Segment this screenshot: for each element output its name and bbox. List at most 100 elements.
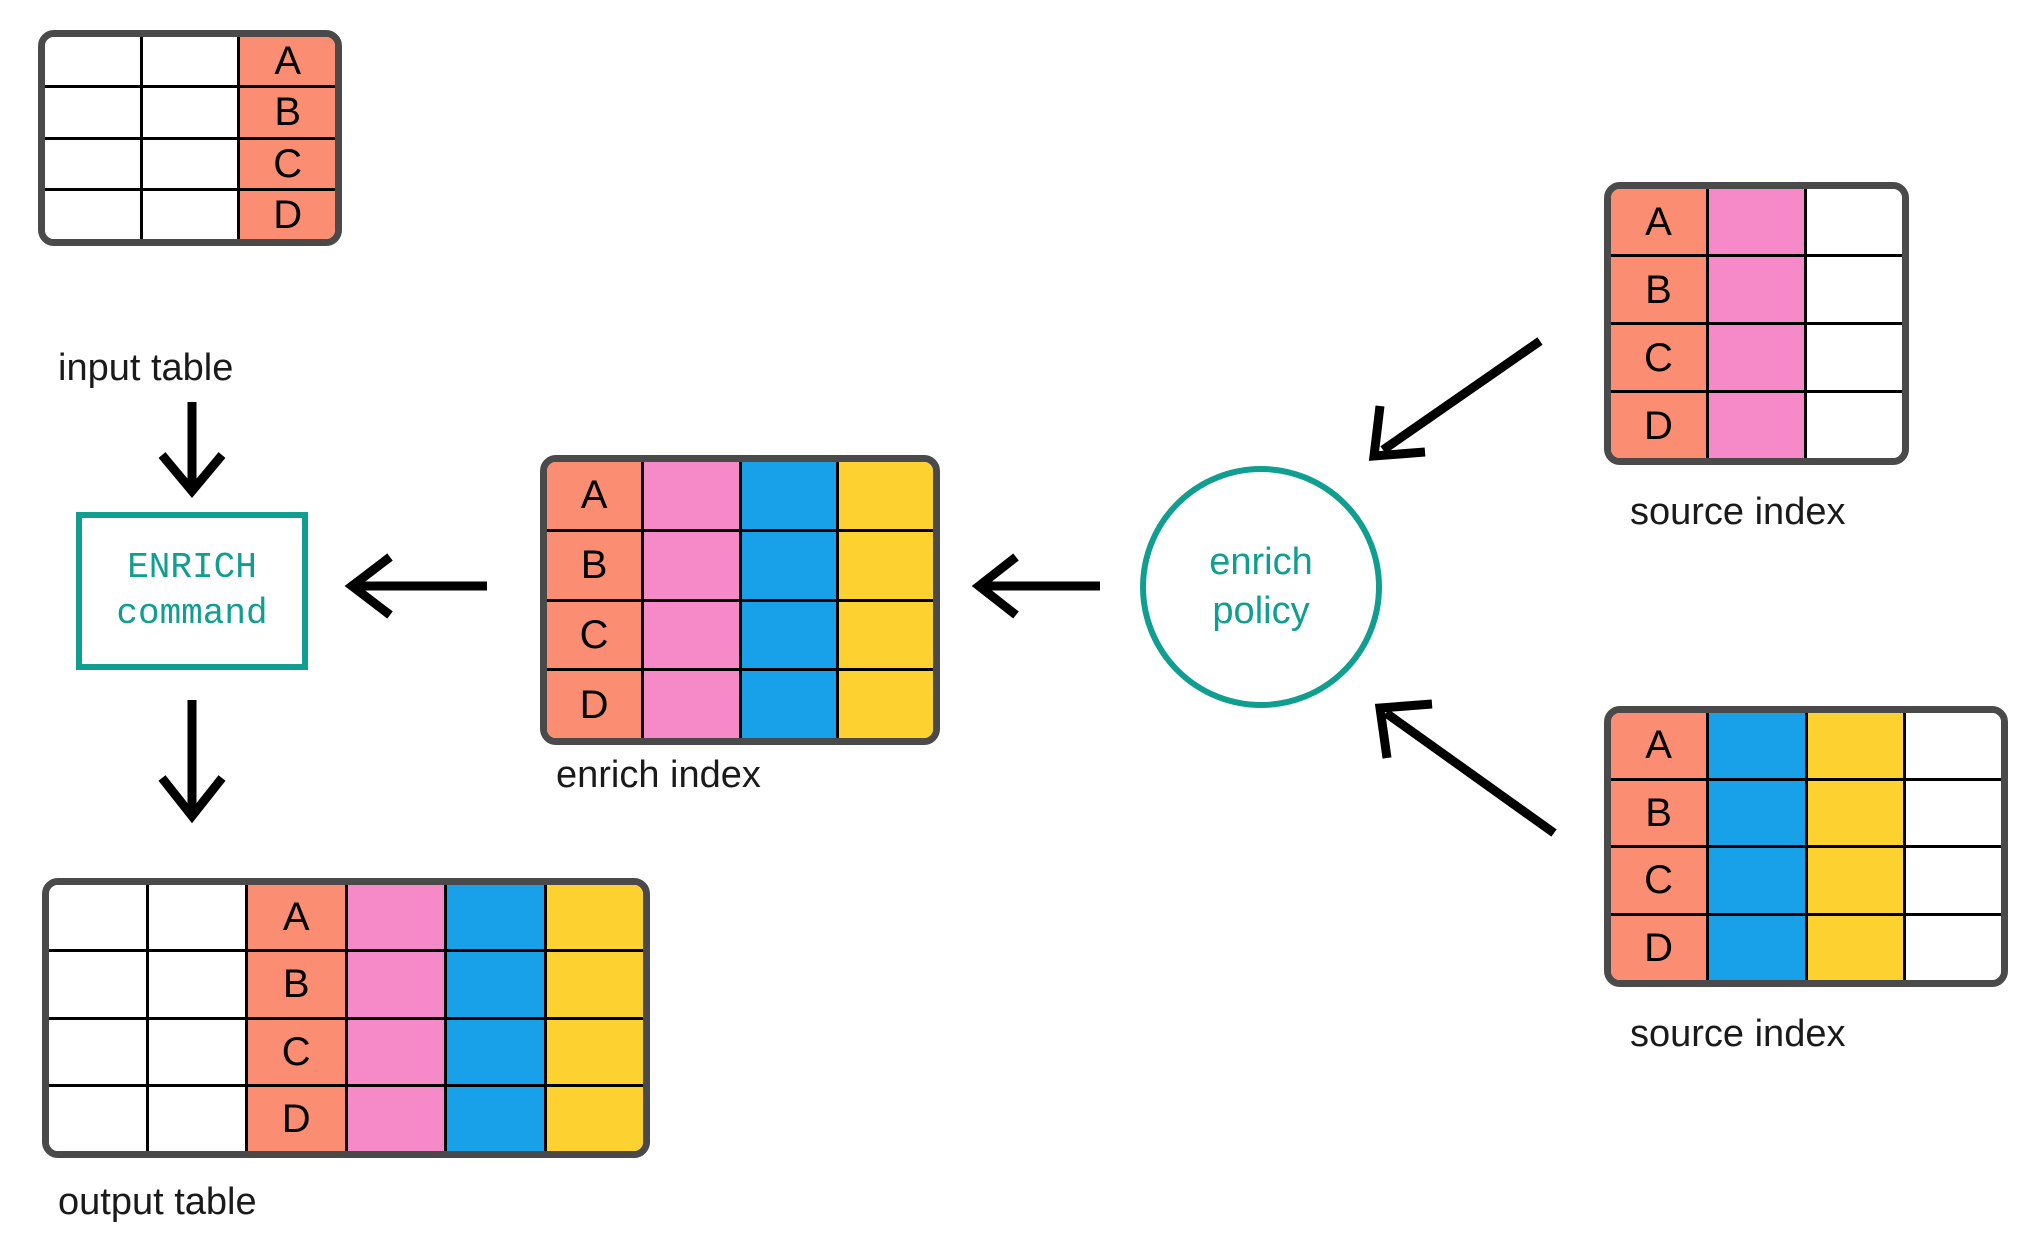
table-row: A [1611, 189, 1902, 257]
enrich-index-caption: enrich index [556, 754, 761, 796]
table-cell [347, 1019, 447, 1084]
enrich-policy-line1: enrich [1209, 540, 1313, 583]
table-cell [1709, 915, 1808, 980]
table-cell [447, 952, 547, 1017]
output-table: A B C D [42, 878, 650, 1158]
table-row: A [1611, 713, 2001, 781]
table-cell [1709, 780, 1808, 845]
table-row: D [1611, 915, 2001, 980]
table-cell [142, 37, 241, 86]
table-row: C [45, 139, 335, 191]
table-row: C [49, 1019, 643, 1087]
table-cell [1807, 780, 1906, 845]
table-cell [142, 88, 241, 137]
table-cell-key: C [1611, 325, 1709, 390]
source-index-top-table: A B C D [1604, 182, 1909, 465]
table-cell-key: B [547, 531, 645, 599]
table-cell [1807, 713, 1906, 778]
table-cell-key: A [240, 37, 335, 86]
table-cell [1807, 915, 1906, 980]
source-index-bottom-table: A B C D [1604, 706, 2008, 987]
table-cell [1807, 257, 1902, 322]
table-cell [741, 601, 839, 669]
table-cell-key: D [1611, 915, 1710, 980]
table-cell [644, 462, 742, 529]
table-cell-key: C [547, 601, 645, 669]
table-row: A [45, 37, 335, 89]
table-cell [741, 671, 839, 738]
table-cell [45, 190, 143, 239]
table-cell [142, 139, 241, 188]
table-cell [1807, 189, 1902, 254]
table-cell-key: D [1611, 393, 1709, 458]
table-cell [447, 885, 547, 950]
table-cell [1905, 915, 2001, 980]
table-cell [546, 1086, 643, 1151]
table-cell [49, 1019, 149, 1084]
table-cell [741, 531, 839, 599]
arrow-enrich-command-to-output [158, 700, 226, 824]
source-index-bottom-caption: source index [1630, 1013, 1846, 1055]
table-cell-key: B [240, 88, 335, 137]
table-cell-key: B [1611, 780, 1710, 845]
table-cell [741, 462, 839, 529]
table-cell-key: C [240, 139, 335, 188]
table-row: B [1611, 780, 2001, 848]
table-row: C [1611, 325, 1902, 393]
table-row: D [547, 671, 933, 738]
table-cell [644, 601, 742, 669]
enrich-command-box[interactable]: ENRICH command [76, 512, 308, 670]
arrow-enrich-index-to-enrich-command [344, 553, 487, 619]
table-cell [347, 952, 447, 1017]
table-cell [45, 37, 143, 86]
table-cell [1709, 325, 1807, 390]
table-row: D [49, 1086, 643, 1151]
table-cell [838, 671, 933, 738]
table-cell-key: B [248, 952, 348, 1017]
table-cell [347, 885, 447, 950]
input-table-caption: input table [58, 347, 234, 389]
table-cell [1905, 780, 2001, 845]
table-cell [447, 1086, 547, 1151]
table-row: C [547, 601, 933, 672]
table-cell [546, 1019, 643, 1084]
table-cell-key: D [547, 671, 645, 738]
table-row: A [49, 885, 643, 953]
enrich-policy-line2: policy [1212, 590, 1310, 632]
table-cell-key: C [248, 1019, 348, 1084]
table-cell-key: A [1611, 713, 1710, 778]
table-cell [1709, 393, 1807, 458]
table-cell [49, 952, 149, 1017]
table-row: D [45, 190, 335, 239]
table-cell-key: A [1611, 189, 1709, 254]
table-row: A [547, 462, 933, 532]
enrich-command-line1: ENRICH [127, 546, 257, 588]
table-cell [148, 952, 248, 1017]
table-cell [838, 462, 933, 529]
table-cell-key: A [248, 885, 348, 950]
table-row: B [547, 531, 933, 602]
arrow-enrich-policy-to-enrich-index [971, 553, 1100, 619]
table-cell [142, 190, 241, 239]
table-cell [838, 601, 933, 669]
table-cell [447, 1019, 547, 1084]
table-cell [546, 885, 643, 950]
table-cell [1905, 848, 2001, 913]
table-cell [644, 531, 742, 599]
table-row: B [45, 88, 335, 140]
table-cell [1807, 393, 1902, 458]
table-cell [148, 1019, 248, 1084]
table-cell-key: D [240, 190, 335, 239]
table-cell [45, 88, 143, 137]
table-cell [838, 531, 933, 599]
table-cell [148, 885, 248, 950]
table-cell [1709, 257, 1807, 322]
table-row: B [1611, 257, 1902, 325]
table-row: D [1611, 393, 1902, 458]
arrow-source-index-top-to-enrich-policy [1368, 337, 1543, 461]
table-cell [49, 885, 149, 950]
table-cell [1807, 848, 1906, 913]
enrich-policy-circle[interactable]: enrich policy [1140, 466, 1382, 708]
output-table-caption: output table [58, 1181, 257, 1223]
